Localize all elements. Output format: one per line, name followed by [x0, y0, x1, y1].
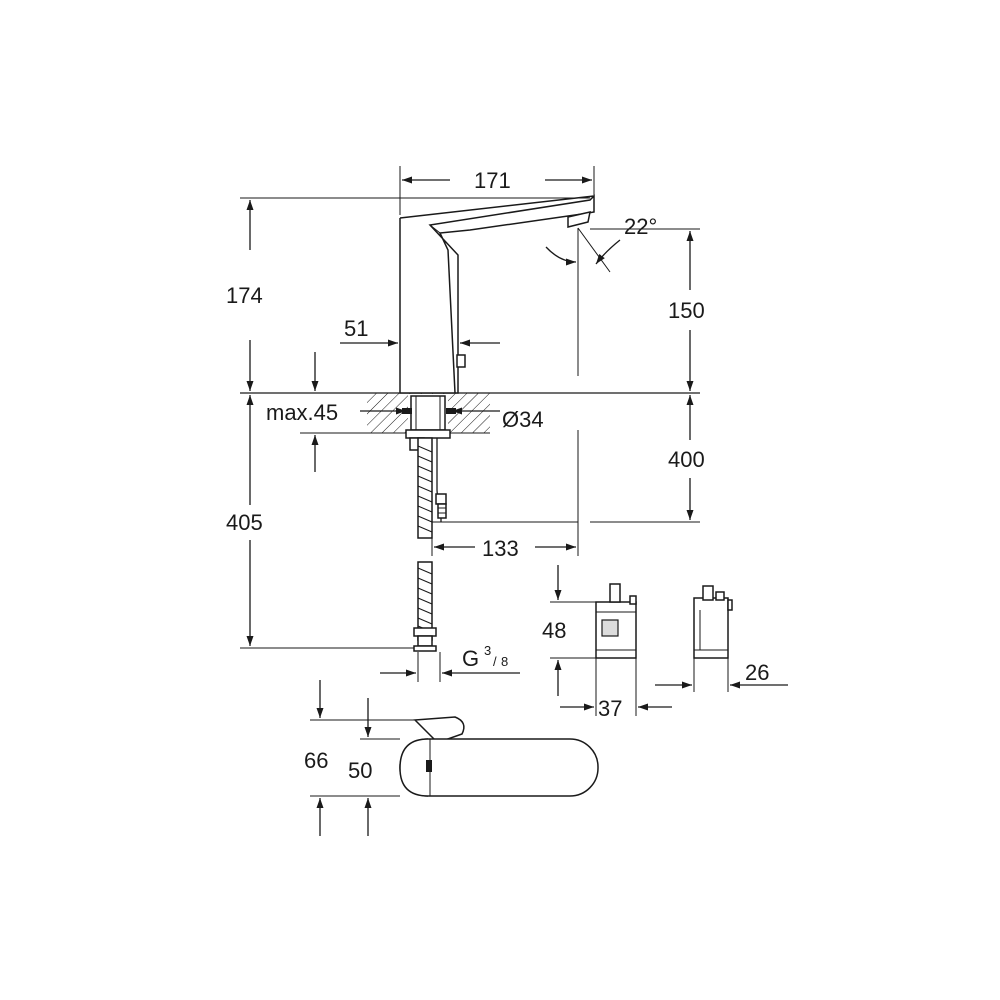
dim-400: 400	[668, 447, 705, 472]
dim-66: 66	[304, 748, 328, 773]
dim-diameter: Ø34	[502, 407, 544, 432]
mounting-shank	[410, 395, 446, 431]
faucet-body	[399, 194, 595, 394]
dim-150: 150	[668, 298, 705, 323]
dim-thread-num: 3	[484, 643, 491, 658]
dim-angle: 22°	[624, 214, 657, 239]
dimension-lines	[240, 166, 700, 682]
faucet-top-view	[310, 680, 599, 836]
dim-26: 26	[745, 660, 769, 685]
dim-51: 51	[344, 316, 368, 341]
dim-174: 174	[226, 283, 263, 308]
dim-48: 48	[542, 618, 566, 643]
dim-37: 37	[598, 696, 622, 721]
thread-slash: /	[493, 654, 497, 669]
dim-50: 50	[348, 758, 372, 783]
dim-133: 133	[482, 536, 519, 561]
dim-max45: max.45	[266, 400, 338, 425]
dim-thread-den: 8	[501, 654, 508, 669]
dim-405: 405	[226, 510, 263, 535]
dim-thread: G	[462, 646, 479, 671]
control-box-front	[550, 565, 672, 716]
faucet-side-view	[240, 194, 700, 652]
control-box-side	[655, 585, 788, 692]
supply-hose	[413, 437, 447, 652]
spout-outlet	[567, 211, 591, 228]
dim-171: 171	[474, 168, 511, 193]
